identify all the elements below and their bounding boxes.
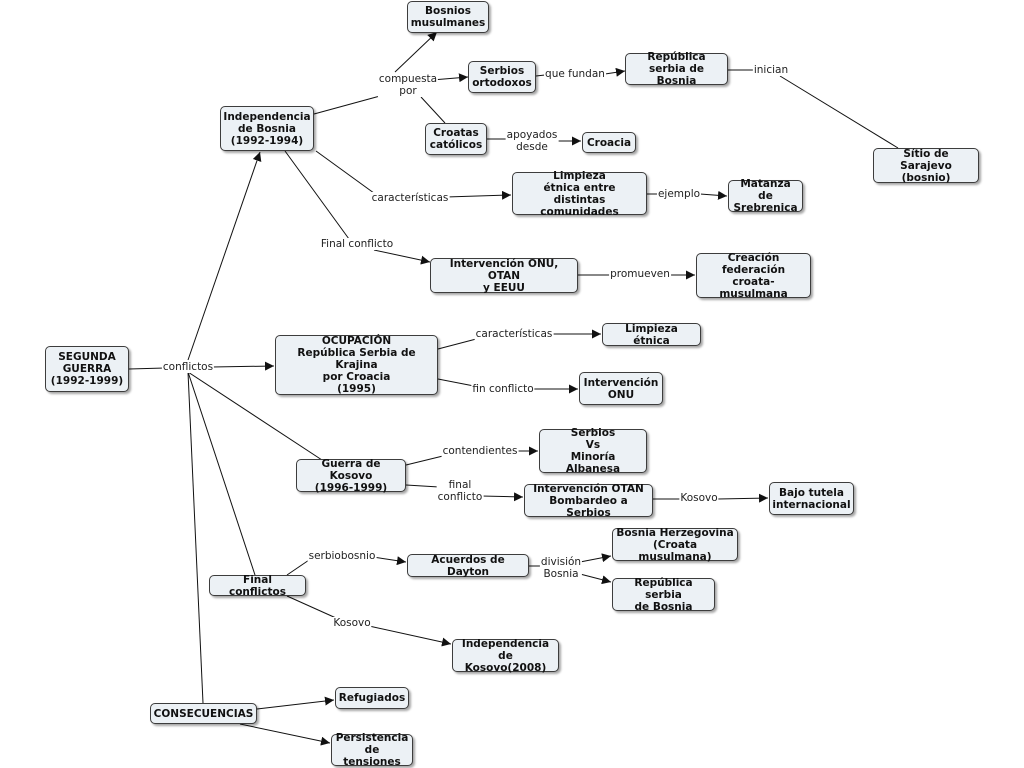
node-intervencion-otan[interactable]: Intervención OTAN Bombardeo a Serbios: [524, 483, 653, 519]
node-intervencion-onu-otan-eeuu[interactable]: Intervención ONU, OTAN y EEUU: [430, 258, 578, 294]
node-republica-serbia-bosnia-top[interactable]: República serbia de Bosnia: [625, 51, 728, 87]
edge-compuesta-bosnios: [394, 31, 438, 73]
link-label-caracteristicas-2: características: [474, 328, 554, 340]
node-croacia[interactable]: Croacia: [582, 132, 636, 153]
edge-conflictos-final: [187, 371, 256, 576]
link-label-kosovo-2: Kosovo: [332, 617, 372, 629]
link-label-kosovo-1: Kosovo: [679, 492, 719, 504]
node-ocupacion-krajina[interactable]: OCUPACIÓN República Serbia de Krajina po…: [275, 335, 438, 395]
edge-serbios-quefundan: [535, 74, 546, 77]
edge-conflictos-kosovo: [187, 371, 323, 461]
edge-caracteristicas-limpieza: [445, 190, 512, 200]
edge-ejemplo-matanza: [699, 190, 728, 200]
edge-kosovo-tutela: [717, 493, 769, 503]
node-creacion-federacion[interactable]: Creación federación croata-musulmana: [696, 252, 811, 300]
node-limpieza-etnica[interactable]: Limpieza étnica: [602, 323, 701, 347]
node-croatas-catolicos[interactable]: Croatas católicos: [425, 123, 487, 155]
link-label-compuesta-por: compuesta por: [377, 73, 439, 97]
edge-kosovo-contendientes: [405, 454, 448, 466]
node-persistencia-tensiones[interactable]: Persistencia de tensiones: [331, 732, 413, 768]
node-serbios-ortodoxos[interactable]: Serbios ortodoxos: [468, 61, 536, 93]
edge-ocupacion-finconflicto: [437, 378, 475, 387]
edge-compuesta-croatas: [420, 96, 446, 124]
edge-finalconflicto-otan: [480, 492, 524, 502]
edge-division-herzegovina: [579, 553, 612, 563]
link-label-final-conflicto-2: final conflicto: [436, 479, 484, 503]
edge-conflictos-consecuencias: [187, 371, 204, 704]
link-label-fin-conflicto: fin conflicto: [471, 383, 535, 395]
edge-quefundan-republica: [604, 67, 626, 77]
edge-ocupacion-caracteristicas: [437, 337, 481, 350]
link-label-division-bosnia: división Bosnia: [539, 556, 583, 580]
edge-inician-sarajevo: [779, 75, 899, 149]
edge-final-kosovo: [286, 595, 337, 619]
edge-consecuencias-persistencia: [239, 723, 331, 746]
node-limpieza-etnica-comunidades[interactable]: Limpieza étnica entre distintas comunida…: [512, 170, 647, 218]
link-label-inician: inician: [752, 64, 790, 76]
edge-serbiobosnio-dayton: [372, 556, 407, 566]
edge-kosovo-independencia: [368, 625, 452, 647]
node-bosnios-musulmanes[interactable]: Bosnios musulmanes: [407, 1, 489, 33]
node-independencia-kosovo[interactable]: Independencia de Kosovo(2008): [452, 638, 559, 674]
link-label-apoyados-desde: apoyados desde: [505, 129, 559, 153]
edge-indep-finalconflicto: [284, 150, 350, 240]
node-sitio-sarajevo[interactable]: Sítio de Sarajevo (bosnio): [873, 148, 979, 184]
edge-conflictos-ocupacion: [211, 361, 275, 371]
node-republica-serbia-bosnia-bottom[interactable]: República serbia de Bosnia: [612, 577, 715, 613]
node-guerra-kosovo[interactable]: Guerra de Kosovo (1996-1999): [296, 458, 406, 494]
node-independencia-bosnia[interactable]: Independencia de Bosnia (1992-1994): [220, 106, 314, 151]
node-final-conflictos[interactable]: Final conflictos: [209, 574, 306, 598]
link-label-contendientes: contendientes: [441, 445, 519, 457]
edge-finalconflicto-intervencion: [373, 249, 431, 265]
node-matanza-srebrenica[interactable]: Matanza de Srebrenica: [728, 178, 803, 214]
edge-segunda-conflictos: [128, 367, 166, 370]
edge-indep-caracteristicas: [315, 150, 379, 197]
link-label-ejemplo: ejemplo: [656, 188, 702, 200]
link-label-final-conflicto-1: Final conflicto: [319, 238, 395, 250]
link-label-conflictos: conflictos: [161, 361, 215, 373]
node-bosnia-herzegovina[interactable]: Bosnia Herzegovina (Croata musulmana): [612, 527, 738, 563]
node-consecuencias[interactable]: CONSECUENCIAS: [150, 703, 257, 724]
link-label-promueven: promueven: [609, 268, 671, 280]
link-label-caracteristicas-1: características: [370, 192, 450, 204]
node-segunda-guerra[interactable]: SEGUNDA GUERRA (1992-1999): [45, 346, 129, 392]
node-acuerdos-dayton[interactable]: Acuerdos de Dayton: [407, 554, 529, 578]
node-intervencion-onu[interactable]: Intervención ONU: [579, 372, 663, 405]
link-label-que-fundan: que fundan: [544, 68, 606, 80]
node-serbios-vs-albanesa[interactable]: Serbios Vs Minoría Albanesa: [539, 427, 647, 475]
edge-kosovo-finalconflicto: [405, 484, 440, 488]
link-label-serbiobosnio: serbiobosnio: [307, 550, 377, 562]
edge-indep-compuesta: [313, 95, 381, 115]
edge-conflictos-independencia: [187, 151, 262, 361]
node-bajo-tutela[interactable]: Bajo tutela internacional: [769, 482, 854, 515]
edge-division-republica: [579, 573, 612, 585]
edge-consecuencias-refugiados: [256, 696, 335, 710]
node-refugiados[interactable]: Refugiados: [335, 687, 409, 709]
